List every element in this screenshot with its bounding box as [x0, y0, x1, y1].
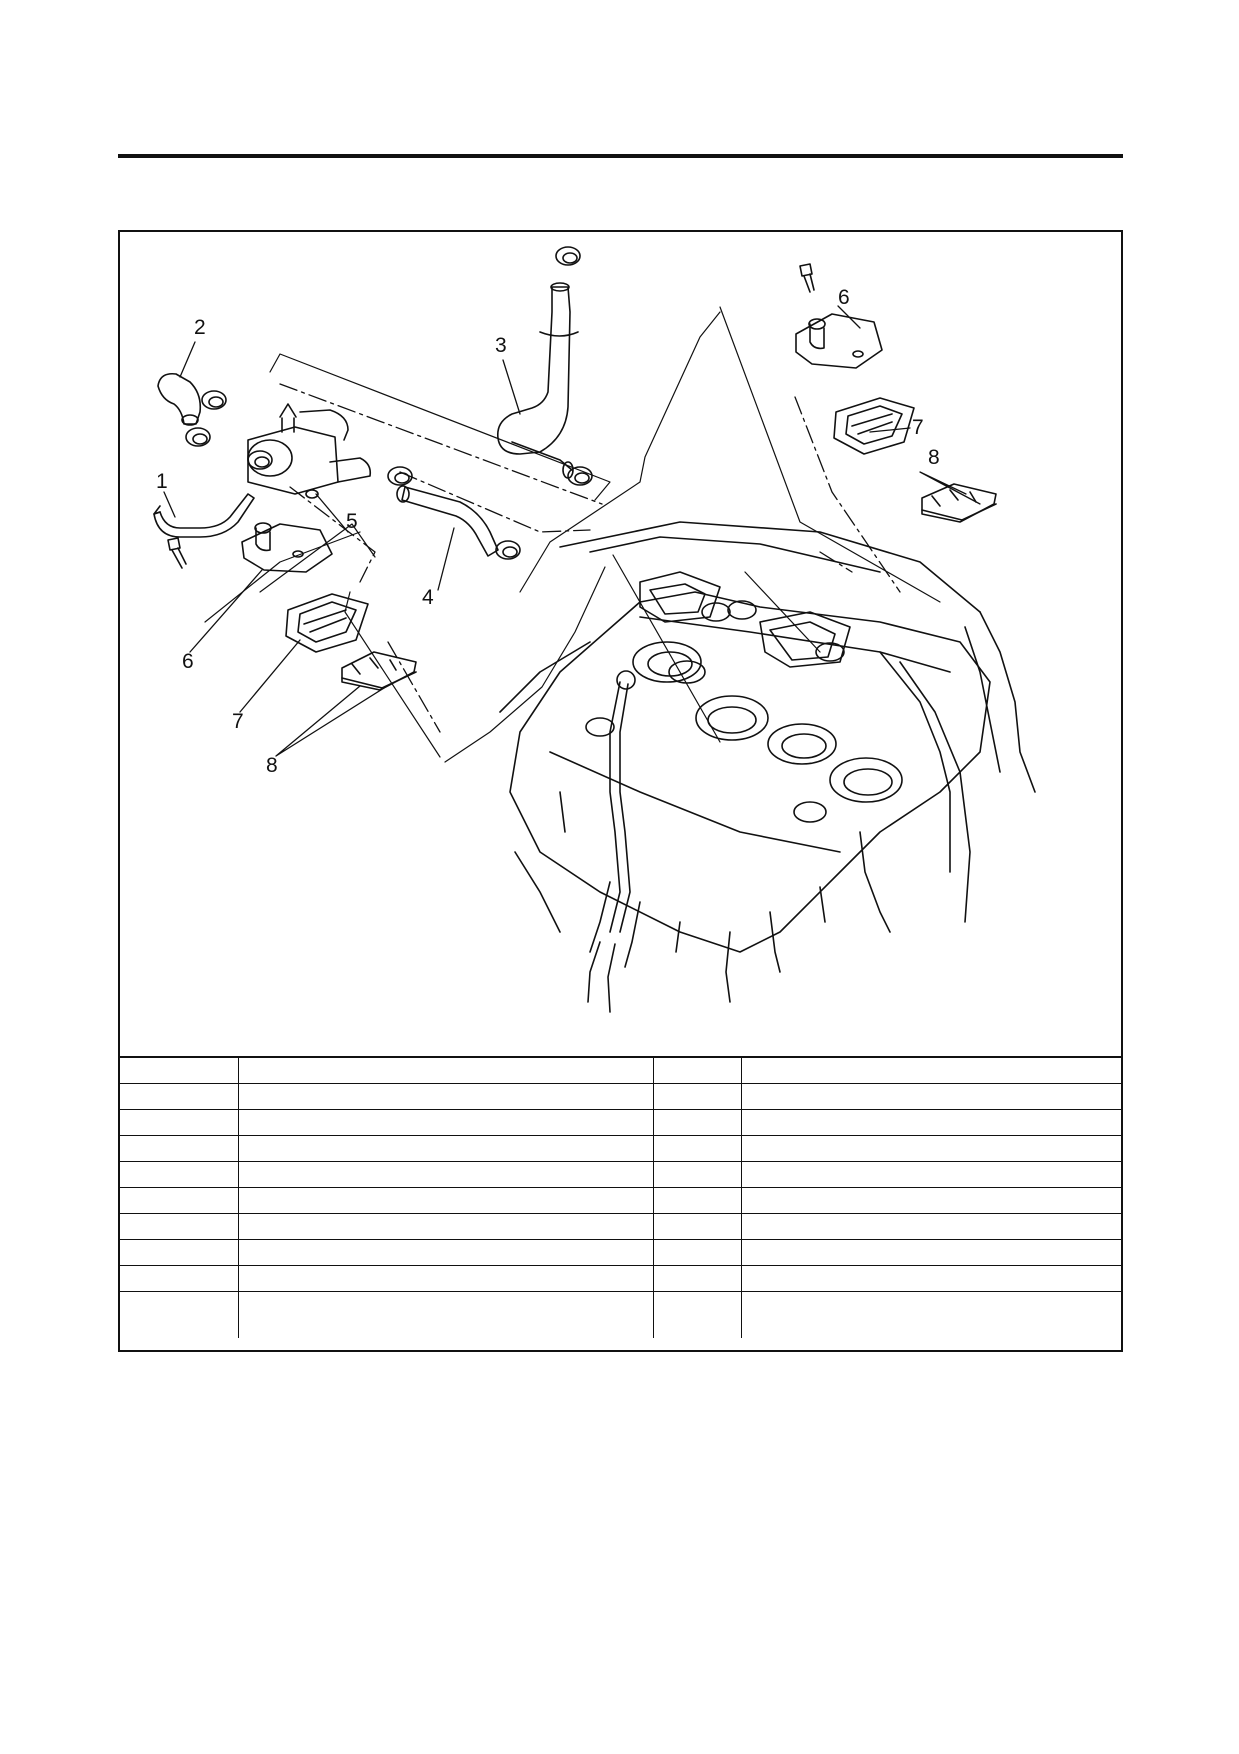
table-header-row [120, 1056, 1121, 1084]
callout-6-left: 6 [182, 650, 194, 673]
table-cell [120, 1265, 239, 1292]
bolt-right [799, 263, 815, 293]
table-cell [740, 1161, 1121, 1188]
table-cell [652, 1109, 742, 1136]
table-cell [652, 1135, 742, 1162]
callout-8-right: 8 [928, 446, 940, 469]
callout-1: 1 [156, 470, 168, 493]
table-cell [237, 1213, 654, 1240]
table-cell [740, 1187, 1121, 1214]
figure-frame: 2 1 3 5 4 6 6 7 7 8 8 [118, 230, 1123, 1352]
table-cell [652, 1187, 742, 1214]
callout-5: 5 [346, 510, 358, 533]
table-cell [237, 1161, 654, 1188]
cylinder-head-drawing [499, 521, 1036, 1013]
table-cell [237, 1265, 654, 1292]
part-4-hose [396, 485, 499, 557]
part-2-elbow [157, 372, 202, 426]
part-8-reed-left [341, 651, 417, 691]
callout-2: 2 [194, 316, 206, 339]
table-cell [652, 1213, 742, 1240]
callout-7-right: 7 [912, 416, 924, 439]
table-cell [237, 1135, 654, 1162]
table-cell [120, 1239, 239, 1266]
table-row [120, 1109, 1121, 1136]
table-cell [740, 1083, 1121, 1110]
table-cell [652, 1161, 742, 1188]
table-cell [740, 1213, 1121, 1240]
table-cell [237, 1291, 654, 1338]
part-6-cover-right [795, 313, 883, 369]
table-cell [652, 1239, 742, 1266]
table-cell [652, 1265, 742, 1292]
hose-clamps [185, 246, 593, 560]
callout-3: 3 [495, 334, 507, 357]
part-3-pipe [496, 282, 579, 479]
table-row [120, 1239, 1121, 1266]
part-7-plate-right [833, 397, 915, 455]
part-5-air-cutoff-valve [247, 403, 372, 499]
callout-4: 4 [422, 586, 434, 609]
table-cell [120, 1083, 239, 1110]
bolt-left [167, 537, 187, 569]
callout-leaders [163, 305, 981, 757]
table-row [120, 1161, 1121, 1188]
table-cell [740, 1109, 1121, 1136]
table-cell [120, 1109, 239, 1136]
leader-lines [279, 383, 901, 733]
exploded-parts-diagram: 2 1 3 5 4 6 6 7 7 8 8 [120, 232, 1121, 1056]
table-cell [120, 1161, 239, 1188]
part-8-reed-right [921, 483, 997, 523]
header-cell [740, 1056, 1121, 1084]
part-6-cover-left [241, 522, 333, 573]
table-cell [237, 1187, 654, 1214]
table-cell [237, 1239, 654, 1266]
table-row [120, 1213, 1121, 1240]
table-row [120, 1083, 1121, 1110]
parts-table [120, 1056, 1121, 1338]
header-cell [237, 1056, 654, 1084]
callout-6-right: 6 [838, 286, 850, 309]
header-cell [652, 1056, 742, 1084]
part-7-plate-left [285, 593, 369, 653]
table-row [120, 1135, 1121, 1162]
part-1-hose [153, 493, 255, 538]
top-rule [118, 154, 1123, 158]
callout-8-left: 8 [266, 754, 278, 777]
table-cell [740, 1239, 1121, 1266]
table-row [120, 1291, 1121, 1338]
callout-7-left: 7 [232, 710, 244, 733]
table-row [120, 1187, 1121, 1214]
table-cell [740, 1265, 1121, 1292]
table-cell [652, 1083, 742, 1110]
table-cell [740, 1135, 1121, 1162]
table-cell [652, 1291, 742, 1338]
table-cell [120, 1135, 239, 1162]
table-cell [120, 1291, 239, 1338]
header-cell [120, 1056, 239, 1084]
table-cell [740, 1291, 1121, 1338]
table-cell [237, 1109, 654, 1136]
table-row [120, 1265, 1121, 1292]
table-cell [120, 1213, 239, 1240]
table-cell [237, 1083, 654, 1110]
table-cell [120, 1187, 239, 1214]
